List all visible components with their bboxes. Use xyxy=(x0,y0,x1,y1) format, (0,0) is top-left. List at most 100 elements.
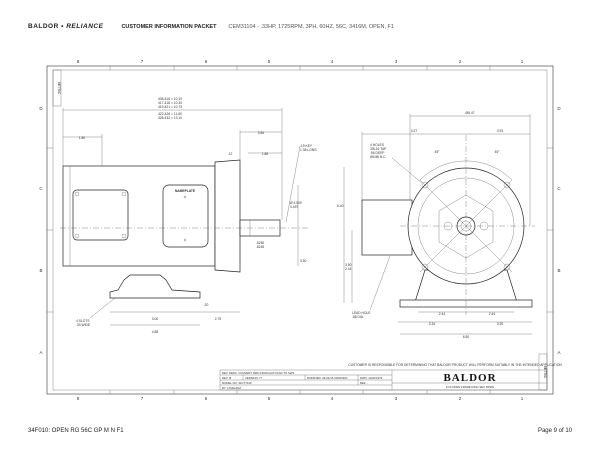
angle-45-left: 45° xyxy=(435,150,441,154)
key-note-2: 1.38 LONG xyxy=(300,148,317,152)
angle-45-right: 45° xyxy=(495,150,501,154)
dim-2-44-left: 2.44 xyxy=(439,312,446,316)
dim-3-93: 3.93 xyxy=(497,129,504,133)
conduit-box-front xyxy=(361,199,413,256)
zone-bottom-6: 6 xyxy=(205,396,208,401)
version: VERSION: 77 xyxy=(245,376,263,380)
front-dimension-lines xyxy=(343,114,532,335)
rev-desc: REV. DESC: CONVERT DWN FROM AUTOCAD TO S… xyxy=(222,371,295,375)
dim-6-50: 6.50 xyxy=(463,335,470,339)
ref: REF: - xyxy=(360,381,368,385)
holes-note-3: .56 DEEP xyxy=(370,151,385,155)
zone-top-4: 4 xyxy=(331,59,334,64)
overall-length-3: 419-421 = 10.73 xyxy=(158,105,182,109)
zone-bottom-7: 7 xyxy=(141,396,144,401)
disclaimer: CUSTOMER IS RESPONSIBLE FOR DETERMINING … xyxy=(348,363,562,367)
flat-dim-2: .6245 xyxy=(256,245,264,249)
mount-hole xyxy=(421,181,429,189)
zone-bottom-1: 1 xyxy=(521,396,524,401)
key-note-1: .19 KEY xyxy=(300,144,313,148)
conduit-box xyxy=(72,189,129,241)
drawing-title: FCS OPEN FRAME RING SEC 5/PRN xyxy=(446,385,494,389)
dim-6-40: 6.40 xyxy=(337,204,344,208)
zone-top-3: 3 xyxy=(395,59,398,64)
lead-hole-note-2: .88 DIA. xyxy=(352,315,364,319)
mount-hole xyxy=(503,263,511,271)
motor-front-view xyxy=(361,135,535,315)
dim-2-44-front: 2.44 xyxy=(345,267,352,271)
zone-side-a: A xyxy=(39,350,42,355)
zone-bottom-2: 2 xyxy=(459,396,462,401)
dim-3-50-front: 3.50 xyxy=(345,263,352,267)
mounting-base xyxy=(109,274,201,299)
rev: REV: B xyxy=(222,376,231,380)
drawn-date: DWN: 10/20/1979 xyxy=(360,376,383,380)
zone-bottom-5: 5 xyxy=(268,396,271,401)
slots-note-1: 4 SLOTS xyxy=(76,319,90,323)
zone-side-b-right: B xyxy=(557,268,560,273)
dim-1-88: 1.88 xyxy=(262,152,269,156)
footer-doc-id: 34F010: OPEN RG 56C GP M N F1 xyxy=(28,428,124,434)
zone-side-b: B xyxy=(39,268,42,273)
zone-side-c-right: C xyxy=(557,186,561,191)
dim-dia-6-47: Ø6.47 xyxy=(466,111,475,115)
zone-top-1: 1 xyxy=(521,59,524,64)
zone-side-d: D xyxy=(39,106,43,111)
dim-3-34: 3.34 xyxy=(429,322,436,326)
brand-name-2: RELIANCE xyxy=(66,23,104,30)
dim-0-20: .20 xyxy=(204,303,209,307)
dim-3-50: 3.50 xyxy=(300,259,307,263)
dim-2-75: 2.75 xyxy=(215,317,222,321)
flat-dim-1: .6250 xyxy=(256,241,264,245)
holes-note-4: Ø5.88 B.C. xyxy=(370,155,386,159)
page-header: BALDOR • RELIANCE CUSTOMER INFORMATION P… xyxy=(28,23,394,30)
holes-note-1: 4 HOLES xyxy=(370,143,385,147)
zone-top-2: 2 xyxy=(459,59,462,64)
side-dimension-lines xyxy=(62,108,301,326)
zone-bottom-8: 8 xyxy=(77,396,80,401)
model-no: MODEL NO: 34CT7010 xyxy=(222,381,252,385)
nameplate xyxy=(162,184,209,248)
brand-name: BALDOR xyxy=(28,23,59,30)
metric-box-top xyxy=(52,69,62,107)
dim-1-80: 1.80 xyxy=(79,136,86,140)
zone-ticks xyxy=(47,66,553,394)
baldor-logo: BALDOR xyxy=(443,372,496,384)
dim-4-88: 4.88 xyxy=(152,330,159,334)
modified: MODIFIED: 09-09-15 CDMO303 xyxy=(307,376,348,380)
mount-hole xyxy=(503,181,511,189)
baldor-reliance-logo: BALDOR • RELIANCE xyxy=(28,23,103,30)
zone-side-a-right: A xyxy=(557,350,560,355)
footer-page-number: Page 9 of 10 xyxy=(537,428,572,434)
drawn-by: BY: LTARLANZ xyxy=(222,386,241,390)
dim-0-12: .12 xyxy=(228,152,233,156)
end-bracket xyxy=(214,159,241,273)
motor-side-view: NAMEPLATE xyxy=(60,159,310,299)
overall-length-2: 417-418 = 10.30 xyxy=(158,101,182,105)
dim-3-84: 3.84 xyxy=(258,131,265,135)
nameplate-label: NAMEPLATE xyxy=(175,189,196,193)
zone-side-c: C xyxy=(39,186,43,191)
title-block: CUSTOMER IS RESPONSIBLE FOR DETERMINING … xyxy=(219,363,562,391)
overall-length-4: 422-426 = 11.60 xyxy=(158,112,182,116)
mount-hole xyxy=(421,263,429,271)
packet-title: CUSTOMER INFORMATION PACKET xyxy=(121,23,217,30)
overall-length-5: 428-432 = 13.10 xyxy=(158,116,182,120)
shaft-dia-2: 4.497 xyxy=(290,205,298,209)
holes-note-2: 3/8-16 TAP xyxy=(370,147,387,151)
dim-3-00: 3.00 xyxy=(152,317,159,321)
slots-note-2: .34 WIDE xyxy=(76,323,91,327)
zone-top-8: 8 xyxy=(77,59,80,64)
brand-separator: • xyxy=(58,23,67,30)
dim-3-30: 3.30 xyxy=(497,322,504,326)
lead-hole-note-1: LEAD HOLE xyxy=(352,311,371,315)
zone-side-d-right: D xyxy=(557,106,561,111)
metric-label-top: METRIC xyxy=(57,82,61,95)
dim-2-44-right: 2.44 xyxy=(489,312,496,316)
zone-bottom-3: 3 xyxy=(395,396,398,401)
zone-top-7: 7 xyxy=(141,59,144,64)
zone-bottom-4: 4 xyxy=(331,396,334,401)
model-description: CEM31104 - .33HP, 1725RPM, 3PH, 60HZ, 56… xyxy=(228,23,394,30)
shaft-dia-1: Ø 4.500 xyxy=(290,201,302,205)
